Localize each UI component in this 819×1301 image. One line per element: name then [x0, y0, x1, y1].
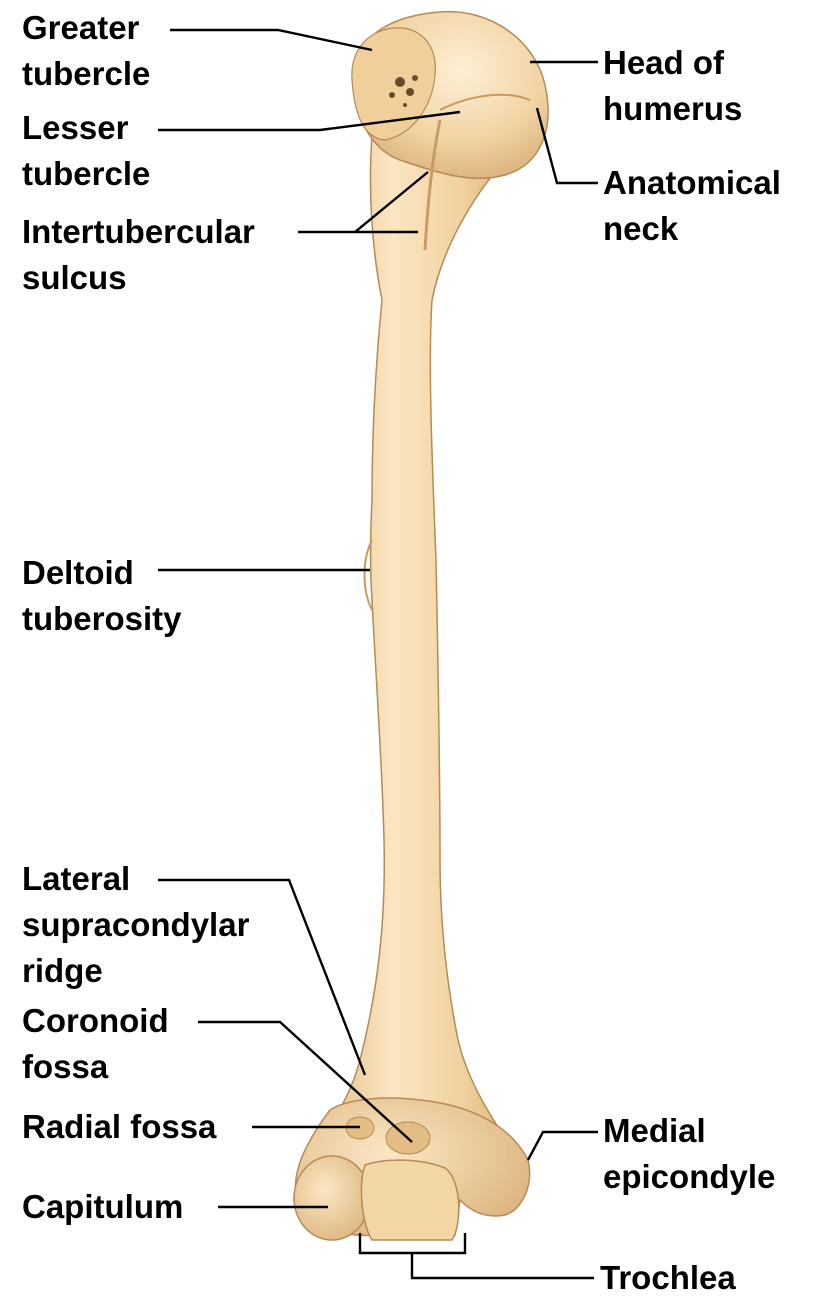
leader-greater-tubercle	[170, 30, 372, 50]
label-lateral-supracondylar-ridge: Lateral supracondylar ridge	[22, 856, 249, 994]
label-radial-fossa: Radial fossa	[22, 1104, 216, 1150]
label-anatomical-neck: Anatomical neck	[603, 160, 781, 252]
label-intertubercular-sulcus: Intertubercular sulcus	[22, 209, 255, 301]
humerus-bone	[294, 12, 548, 1240]
label-lesser-tubercle: Lesser tubercle	[22, 105, 150, 197]
label-deltoid-tuberosity: Deltoid tuberosity	[22, 550, 182, 642]
label-capitulum: Capitulum	[22, 1184, 183, 1230]
label-medial-epicondyle: Medial epicondyle	[603, 1108, 775, 1200]
label-coronoid-fossa: Coronoid fossa	[22, 998, 169, 1090]
label-trochlea: Trochlea	[600, 1255, 736, 1301]
label-greater-tubercle: Greater tubercle	[22, 5, 150, 97]
trochlea-shape	[361, 1160, 458, 1240]
leader-medial-epicondyle	[528, 1132, 598, 1160]
label-head-of-humerus: Head of humerus	[603, 40, 742, 132]
capitulum-shape	[294, 1156, 370, 1240]
humerus-shaft	[322, 135, 520, 1160]
